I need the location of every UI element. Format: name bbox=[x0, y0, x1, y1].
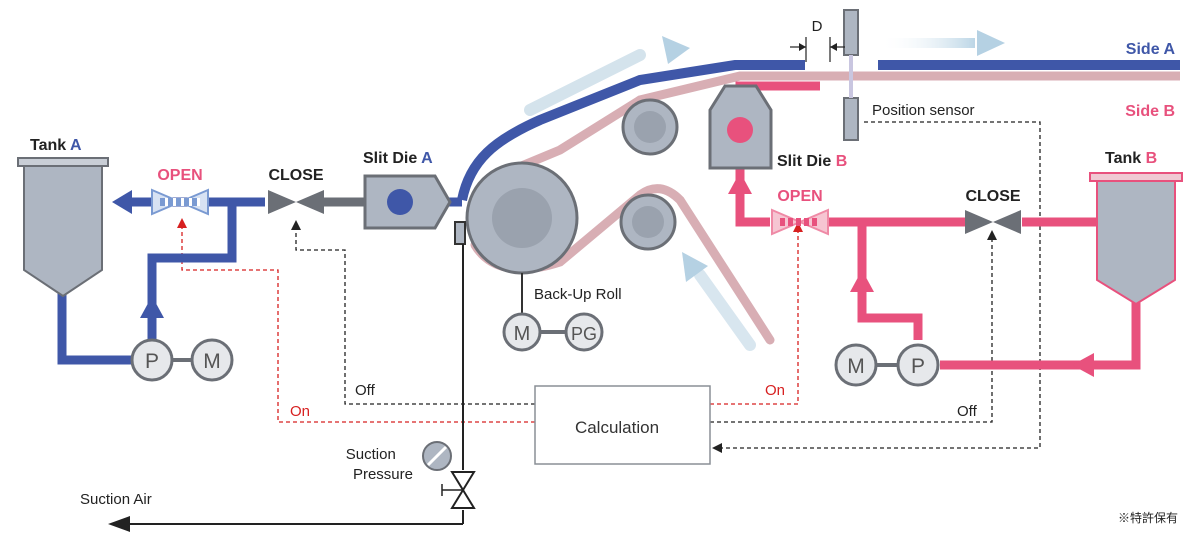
position-sensor-label: Position sensor bbox=[872, 102, 975, 119]
flow-arrow-right bbox=[880, 30, 1005, 56]
valve-a-close-label: CLOSE bbox=[268, 167, 323, 184]
svg-text:M: M bbox=[514, 323, 531, 345]
svg-text:M: M bbox=[847, 355, 865, 378]
side-b-label: Side B bbox=[1125, 103, 1175, 120]
valve-b-open-label: OPEN bbox=[777, 188, 822, 205]
back-up-roll bbox=[465, 161, 579, 275]
slit-die-a bbox=[363, 174, 466, 245]
signal-on-b: On bbox=[765, 382, 785, 399]
signal-off-a: Off bbox=[355, 382, 376, 399]
flow-arrow-up bbox=[682, 252, 756, 351]
tank-b bbox=[1089, 172, 1183, 306]
slit-die-b bbox=[708, 84, 773, 170]
idler-roll-upper bbox=[621, 98, 679, 156]
pump-a: P bbox=[130, 338, 174, 382]
tank-a bbox=[17, 157, 109, 298]
gap-marker: D bbox=[790, 18, 845, 62]
motor-b: M bbox=[834, 343, 878, 387]
suction-air-label: Suction Air bbox=[80, 491, 152, 508]
svg-text:P: P bbox=[145, 350, 159, 373]
valve-a-open-label: OPEN bbox=[157, 167, 202, 184]
flow-arrow-a-up bbox=[140, 296, 164, 318]
valve-b-open bbox=[771, 208, 829, 236]
calculation-label: Calculation bbox=[575, 418, 659, 437]
flow-arrow-b-left bbox=[1072, 353, 1094, 377]
calculation-box: Calculation bbox=[534, 385, 711, 465]
idler-roll-lower bbox=[619, 193, 677, 251]
slit-die-b-label: Slit Die B bbox=[777, 153, 847, 170]
valve-b-close bbox=[965, 210, 1021, 234]
valve-a-open bbox=[151, 188, 209, 216]
signal-on-a: On bbox=[290, 403, 310, 420]
valve-b-close-label: CLOSE bbox=[965, 188, 1020, 205]
flow-arrow-lower-left bbox=[524, 36, 690, 116]
suction-line bbox=[108, 244, 464, 532]
tank-b-label: Tank B bbox=[1105, 150, 1157, 167]
flow-arrow-b-up bbox=[728, 172, 752, 194]
flow-arrow-b-up-2 bbox=[850, 270, 874, 292]
flow-arrow-a-left bbox=[112, 190, 132, 214]
side-a-label: Side A bbox=[1126, 41, 1176, 58]
pump-b: P bbox=[896, 343, 940, 387]
suction-valve bbox=[441, 471, 476, 509]
pressure-gauge-icon bbox=[422, 441, 452, 471]
svg-text:P: P bbox=[911, 355, 925, 378]
film-side-a bbox=[457, 60, 805, 202]
suction-pressure-label: Suction Pressure bbox=[346, 446, 413, 483]
svg-text:M: M bbox=[203, 350, 221, 373]
pulse-generator: PG bbox=[564, 312, 604, 352]
roll-motor: M bbox=[502, 312, 542, 352]
position-sensor bbox=[843, 9, 859, 141]
motor-a: M bbox=[190, 338, 234, 382]
signal-off-b: Off bbox=[957, 403, 978, 420]
tank-a-label: Tank A bbox=[30, 137, 82, 154]
svg-text:PG: PG bbox=[571, 324, 597, 344]
gap-label: D bbox=[812, 18, 823, 35]
patent-note: ※特許保有 bbox=[1118, 510, 1178, 525]
valve-a-close bbox=[268, 190, 324, 214]
slit-die-a-label: Slit Die A bbox=[363, 150, 433, 167]
back-up-roll-label: Back-Up Roll bbox=[534, 286, 622, 303]
